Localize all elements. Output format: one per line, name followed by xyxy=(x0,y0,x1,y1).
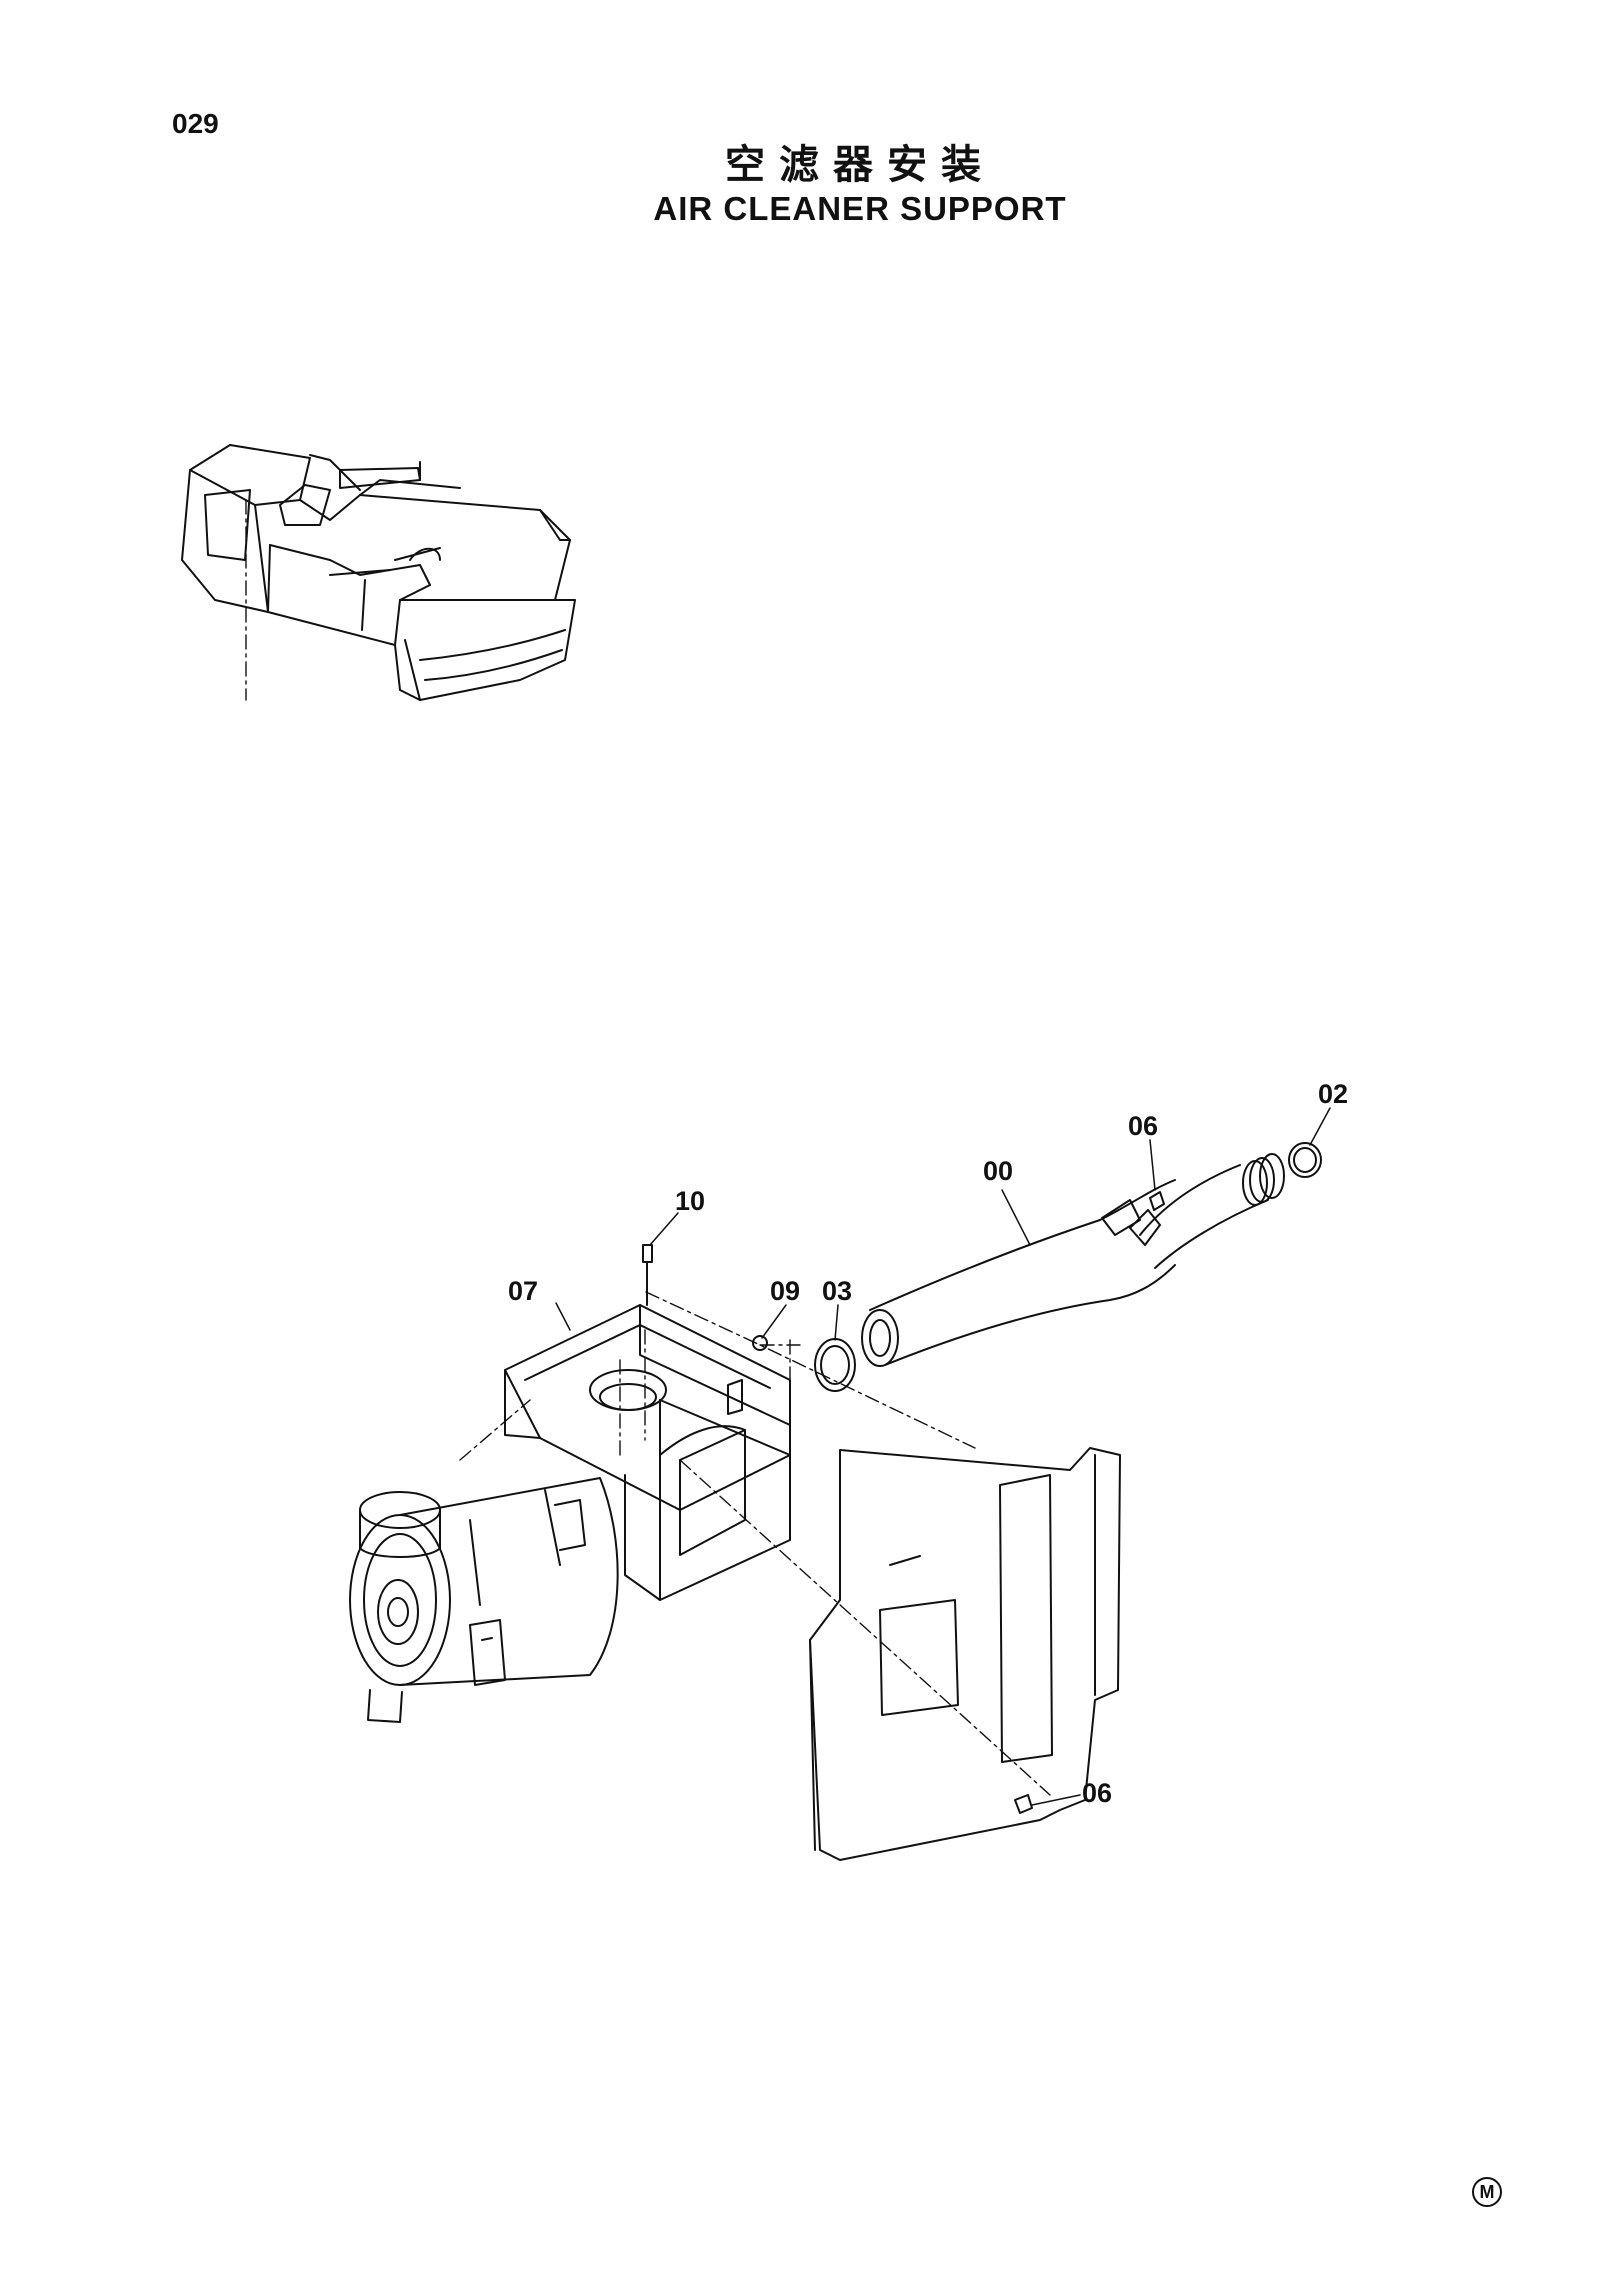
side-panel xyxy=(809,1447,1121,1861)
page-number: 029 xyxy=(172,108,219,139)
air-cleaner-body xyxy=(349,1477,619,1723)
callout-06-bottom: 06 xyxy=(1082,1778,1112,1808)
circled-m-mark: M xyxy=(1472,2177,1502,2207)
callout-03: 03 xyxy=(822,1276,852,1306)
callout-06-top: 06 xyxy=(1128,1111,1158,1141)
leader-lines xyxy=(555,1107,1331,1806)
callout-02: 02 xyxy=(1318,1079,1348,1109)
fasteners xyxy=(642,1191,1165,1814)
hose-clamps xyxy=(814,1142,1322,1392)
callout-09: 09 xyxy=(770,1276,800,1306)
callout-10: 10 xyxy=(675,1186,705,1216)
assembly-reference-lines xyxy=(245,499,1051,1796)
mounting-bracket xyxy=(504,1304,791,1601)
excavator-overview xyxy=(181,444,576,701)
callout-07: 07 xyxy=(508,1276,538,1306)
title-english: AIR CLEANER SUPPORT xyxy=(653,190,1067,227)
intake-hose xyxy=(861,1153,1285,1367)
title-chinese: 空滤器安装 xyxy=(725,142,995,188)
callout-00: 00 xyxy=(983,1156,1013,1186)
